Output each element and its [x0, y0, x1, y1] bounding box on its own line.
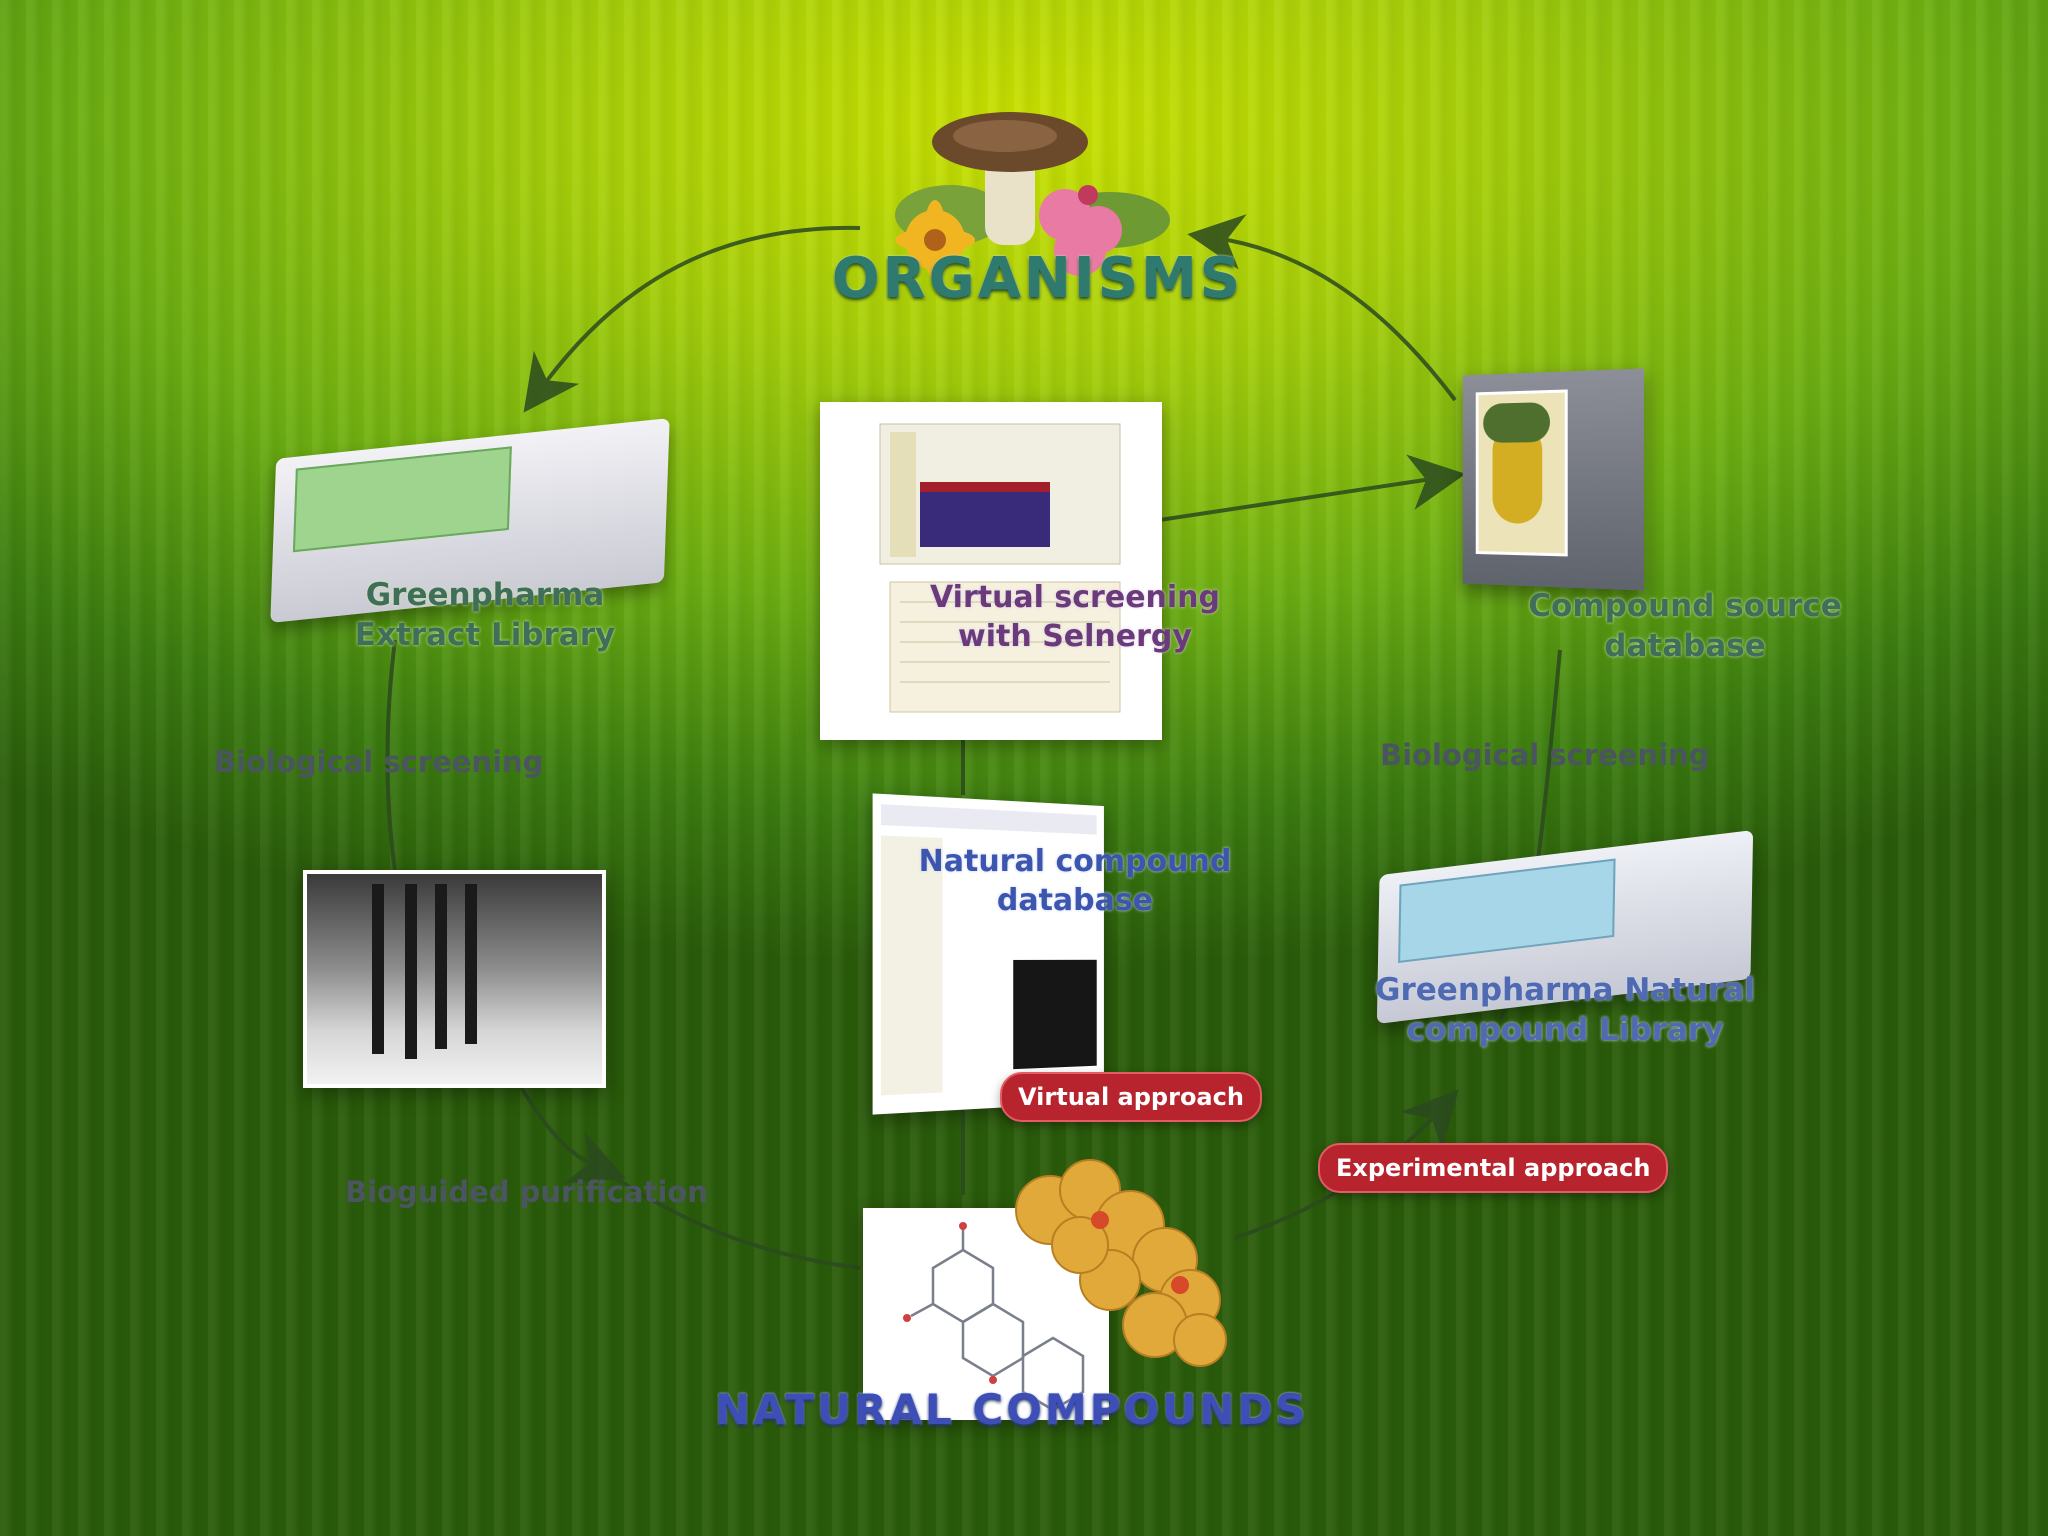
natural-compound-database-label: Natural compound database [880, 842, 1270, 920]
arrow-source-to-organisms [1215, 238, 1455, 400]
bioguided-purification-label: Bioguided purification [345, 1175, 708, 1209]
experimental-approach-badge: Experimental approach [1318, 1143, 1668, 1193]
natural-compounds-heading: NATURAL COMPOUNDS [715, 1385, 1309, 1434]
arrow-pipette-to-bioguided [520, 1085, 600, 1168]
compound-source-database-label: Compound source database [1490, 586, 1880, 666]
extract-library-label: Greenpharma Extract Library [300, 575, 670, 655]
space-filling-molecule [990, 1150, 1250, 1380]
arrow-organisms-to-extract [540, 228, 860, 390]
biological-screening-right-label: Biological screening [1380, 738, 1709, 772]
natural-compound-library-label: Greenpharma Natural compound Library [1330, 970, 1800, 1050]
virtual-screening-screenshot [820, 402, 1162, 740]
software-screen-icon [820, 402, 1162, 740]
biological-screening-left-label: Biological screening [214, 745, 543, 779]
pipette-photo [303, 870, 606, 1088]
compound-source-database-screen [1463, 368, 1644, 590]
virtual-screening-label: Virtual screening with Selnergy [890, 578, 1260, 656]
organisms-heading: ORGANISMS [832, 246, 1243, 311]
virtual-approach-badge: Virtual approach [1000, 1072, 1262, 1122]
